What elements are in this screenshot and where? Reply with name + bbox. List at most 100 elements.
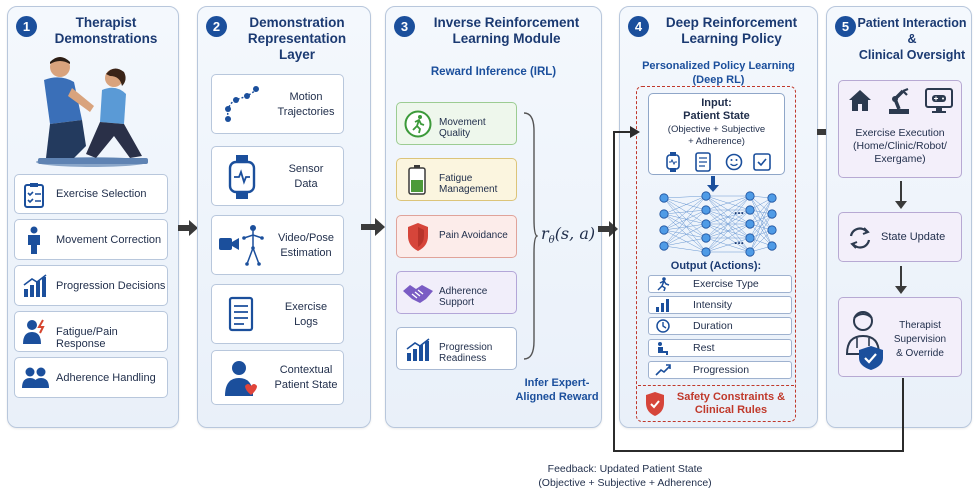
therapist-supervision-box: Therapist Supervision& Override [838, 297, 962, 377]
reward-adherence-support: Adherence Support [396, 271, 517, 314]
robot-arm-icon [889, 87, 909, 114]
state-update-label: State Update [881, 231, 946, 243]
smartwatch-icon [666, 152, 680, 172]
drl-subtitle: Personalized Policy Learning(Deep RL) [642, 60, 795, 86]
therapist-item-label: Adherence Handling [56, 372, 156, 384]
action-intensity: Intensity [648, 296, 792, 314]
network-node [767, 225, 777, 235]
shield-check-icon [646, 392, 664, 416]
network-dots: ... [734, 203, 745, 217]
action-progression: Progression [648, 361, 792, 379]
arrow-down-icon [707, 176, 719, 192]
output-actions-title: Output (Actions): [670, 260, 762, 272]
reward-label: Movement Quality [439, 117, 486, 139]
step-badge-2: 2 [206, 16, 227, 37]
checklist-icon [695, 152, 711, 172]
patient-state-input: Input:Patient State (Objective + Subject… [648, 93, 785, 175]
network-node [701, 191, 711, 201]
bar-chart-up-icon [23, 274, 47, 297]
network-node [701, 219, 711, 229]
feedback-label: Feedback: Updated Patient State(Objectiv… [538, 463, 712, 489]
trend-up-icon [655, 364, 671, 376]
safety-label: Safety Constraints &Clinical Rules [676, 391, 786, 416]
action-label: Rest [693, 342, 715, 354]
network-node [745, 219, 755, 229]
therapist-item-label: Fatigue/Pain Response [56, 326, 118, 350]
patient-state-desc: (Objective + Subjective+ Adherence) [667, 124, 766, 147]
video-camera-icon [219, 238, 239, 250]
arrow-down-icon [895, 266, 907, 294]
bar-chart-icon [656, 299, 669, 312]
smiley-face-icon [725, 153, 743, 171]
network-node [745, 191, 755, 201]
therapist-patient-illustration [36, 57, 148, 167]
reward-label: Progression Readiness [439, 342, 493, 364]
therapist-item-label: Movement Correction [56, 234, 162, 246]
network-node [745, 233, 755, 243]
reward-pain-avoidance: Pain Avoidance [396, 215, 517, 258]
refresh-cycle-icon [849, 227, 871, 249]
network-node [659, 225, 669, 235]
therapist-item-movement-correction: Movement Correction [14, 219, 168, 260]
action-label: Exercise Type [693, 278, 759, 290]
reward-brace [523, 112, 538, 360]
network-dots: ... [734, 233, 745, 247]
reward-label: Fatigue Management [439, 173, 498, 195]
clipboard-icon [24, 183, 44, 208]
feedback-loop-line [613, 126, 904, 452]
network-node [701, 247, 711, 257]
motion-trajectory-icon [225, 86, 259, 122]
patient-state-title: Input:Patient State [683, 97, 750, 122]
exercise-execution-label: Exercise Execution(Home/Clinic/Robot/Exe… [853, 127, 947, 165]
shield-icon [408, 223, 428, 251]
action-rest: Rest [648, 339, 792, 357]
action-exercise-type: Exercise Type [648, 275, 792, 293]
network-node [767, 193, 777, 203]
safety-dashed-region [636, 86, 796, 422]
therapist-item-label: Progression Decisions [56, 280, 166, 292]
arrow-right-icon [178, 220, 198, 236]
therapist-item-exercise-selection: Exercise Selection [14, 174, 168, 214]
step-badge-4: 4 [628, 16, 649, 37]
reward-movement-quality: Movement Quality [396, 102, 517, 145]
home-icon [849, 90, 871, 111]
network-node [767, 209, 777, 219]
reward-label: Pain Avoidance [439, 230, 508, 241]
action-label: Progression [693, 364, 750, 376]
gaming-monitor-icon [925, 88, 953, 113]
network-node [659, 193, 669, 203]
running-person-icon [404, 110, 432, 138]
panel-title-5: Patient Interaction &Clinical Oversight [857, 16, 967, 62]
person-standing-icon [28, 226, 40, 254]
arrow-right-icon [361, 218, 385, 236]
bar-chart-up-icon [406, 338, 430, 361]
action-duration: Duration [648, 317, 792, 335]
people-group-icon [22, 367, 49, 388]
fatigue-person-icon [23, 319, 45, 344]
network-node [745, 205, 755, 215]
therapist-item-label: Exercise Selection [56, 188, 147, 200]
reward-fatigue-management: Fatigue Management [396, 158, 517, 201]
network-node [701, 205, 711, 215]
smartwatch-icon [228, 155, 256, 199]
battery-icon [408, 165, 426, 195]
reward-function: rθ(s, a) [541, 224, 596, 247]
step-badge-1: 1 [16, 16, 37, 37]
network-node [767, 241, 777, 251]
